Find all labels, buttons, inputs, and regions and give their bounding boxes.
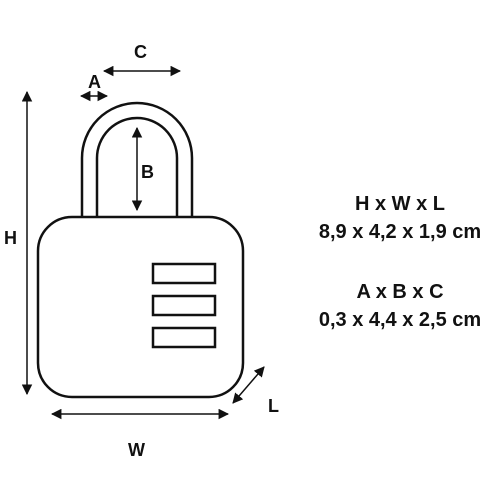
spec-formula-abc: A x B x C	[356, 281, 444, 303]
label-c: C	[134, 42, 147, 62]
spec-block-hwl: H x W x L 8,9 x 4,2 x 1,9 cm	[300, 190, 500, 246]
label-w: W	[128, 440, 145, 460]
shackle-inner	[95, 116, 179, 218]
label-h: H	[4, 228, 17, 248]
dial-3	[151, 326, 217, 349]
spec-block-abc: A x B x C 0,3 x 4,4 x 2,5 cm	[300, 278, 500, 334]
shackle-outer	[80, 101, 194, 218]
dial-2	[151, 294, 217, 317]
spec-value-hwl: 8,9 x 4,2 x 1,9 cm	[318, 221, 482, 243]
spec-formula-hwl: H x W x L	[354, 193, 445, 215]
l-dimension-arrow	[232, 366, 265, 404]
dial-1	[151, 262, 217, 285]
label-b: B	[141, 162, 154, 182]
padlock-body	[36, 215, 245, 399]
spec-value-abc: 0,3 x 4,4 x 2,5 cm	[318, 309, 482, 331]
label-l: L	[268, 396, 279, 416]
label-a: A	[88, 72, 101, 92]
